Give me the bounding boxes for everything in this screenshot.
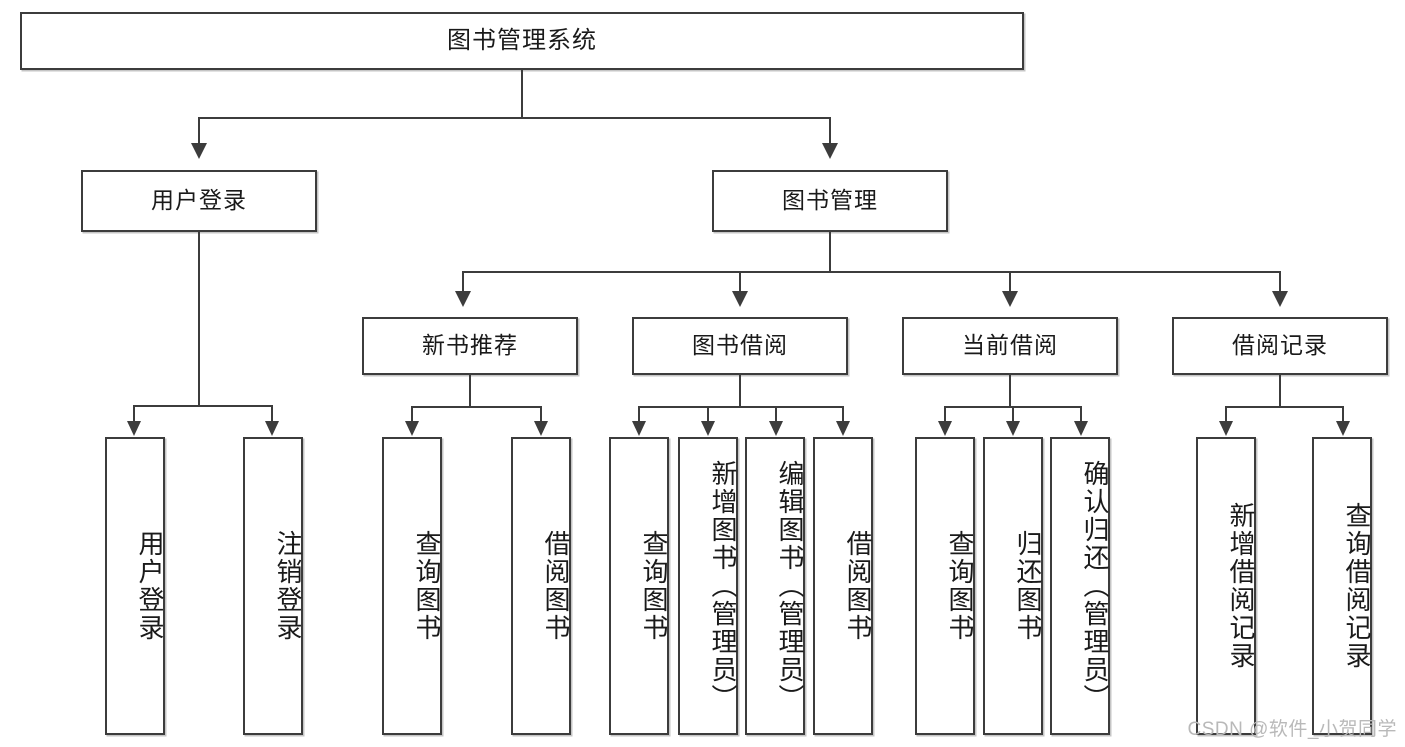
leaf-label: 用户登录 <box>135 530 165 642</box>
arrow-to-book-mgmt <box>822 143 838 159</box>
leaf-user-login[interactable]: 用户登录 <box>105 437 165 735</box>
connector-nbr-drop-2 <box>540 406 542 422</box>
leaf-label: 新增图书（管理员） <box>708 460 738 712</box>
connector-user-login-drop-2 <box>271 405 273 423</box>
node-label: 新书推荐 <box>422 332 518 359</box>
leaf-label: 借阅图书 <box>541 530 571 642</box>
leaf-cb-query-book[interactable]: 查询图书 <box>915 437 975 735</box>
connector-bb-drop-1 <box>638 406 640 422</box>
connector-book-mgmt-stem <box>829 232 831 272</box>
node-borrow-record[interactable]: 借阅记录 <box>1172 317 1388 375</box>
connector-cb-drop-1 <box>944 406 946 422</box>
arrow-to-book-borrow <box>732 291 748 307</box>
leaf-label: 借阅图书 <box>843 530 873 642</box>
leaf-label: 确认归还（管理员） <box>1080 460 1110 712</box>
leaf-label: 编辑图书（管理员） <box>775 460 805 712</box>
arrow-to-new-book-recommend <box>455 291 471 307</box>
connector-br-drop-1 <box>1225 406 1227 422</box>
node-book-borrow[interactable]: 图书借阅 <box>632 317 848 375</box>
connector-root-to-book-mgmt <box>829 117 831 145</box>
arrow-to-bb-leaf-2 <box>701 421 715 436</box>
connector-br-bar <box>1225 406 1343 408</box>
arrow-to-cb-leaf-2 <box>1006 421 1020 436</box>
node-root-system[interactable]: 图书管理系统 <box>20 12 1024 70</box>
arrow-to-br-leaf-2 <box>1336 421 1350 436</box>
arrow-to-user-login <box>191 143 207 159</box>
connector-root-stem <box>521 70 523 118</box>
arrow-to-borrow-record <box>1272 291 1288 307</box>
connector-cb-stem <box>1009 375 1011 407</box>
leaf-label: 查询图书 <box>412 530 442 642</box>
connector-bb-drop-3 <box>775 406 777 422</box>
leaf-bb-add-book-admin[interactable]: 新增图书（管理员） <box>678 437 738 735</box>
connector-cb-drop-2 <box>1012 406 1014 422</box>
leaf-logout[interactable]: 注销登录 <box>243 437 303 735</box>
connector-cb-drop-3 <box>1080 406 1082 422</box>
arrow-to-bb-leaf-4 <box>836 421 850 436</box>
leaf-label: 归还图书 <box>1013 530 1043 642</box>
arrow-to-current-borrow <box>1002 291 1018 307</box>
connector-root-to-user-login <box>198 117 200 145</box>
connector-br-stem <box>1279 375 1281 407</box>
leaf-nbr-query-book[interactable]: 查询图书 <box>382 437 442 735</box>
arrow-to-leaf-user-login <box>127 421 141 436</box>
node-new-book-recommend[interactable]: 新书推荐 <box>362 317 578 375</box>
node-label: 用户登录 <box>151 187 247 214</box>
leaf-label: 新增借阅记录 <box>1226 502 1256 670</box>
leaf-cb-return-book[interactable]: 归还图书 <box>983 437 1043 735</box>
leaf-bb-query-book[interactable]: 查询图书 <box>609 437 669 735</box>
arrow-to-nbr-leaf-1 <box>405 421 419 436</box>
connector-root-bar <box>198 117 830 119</box>
leaf-bb-edit-book-admin[interactable]: 编辑图书（管理员） <box>745 437 805 735</box>
arrow-to-cb-leaf-3 <box>1074 421 1088 436</box>
leaf-label: 查询图书 <box>945 530 975 642</box>
leaf-label: 查询图书 <box>639 530 669 642</box>
node-user-login[interactable]: 用户登录 <box>81 170 317 232</box>
leaf-label: 查询借阅记录 <box>1342 502 1372 670</box>
node-label: 图书借阅 <box>692 332 788 359</box>
node-book-management[interactable]: 图书管理 <box>712 170 948 232</box>
leaf-nbr-borrow-book[interactable]: 借阅图书 <box>511 437 571 735</box>
connector-bb-drop-2 <box>707 406 709 422</box>
node-label: 图书管理系统 <box>447 26 597 54</box>
arrow-to-cb-leaf-1 <box>938 421 952 436</box>
node-label: 图书管理 <box>782 187 878 214</box>
connector-bm-drop-4 <box>1279 271 1281 293</box>
connector-user-login-bar <box>133 405 272 407</box>
connector-user-login-drop-1 <box>133 405 135 423</box>
connector-bb-bar <box>638 406 843 408</box>
arrow-to-bb-leaf-3 <box>769 421 783 436</box>
connector-bm-drop-3 <box>1009 271 1011 293</box>
connector-nbr-drop-1 <box>411 406 413 422</box>
arrow-to-bb-leaf-1 <box>632 421 646 436</box>
connector-nbr-stem <box>469 375 471 407</box>
leaf-bb-borrow-book[interactable]: 借阅图书 <box>813 437 873 735</box>
connector-bm-drop-1 <box>462 271 464 293</box>
leaf-br-add-record[interactable]: 新增借阅记录 <box>1196 437 1256 735</box>
leaf-br-query-record[interactable]: 查询借阅记录 <box>1312 437 1372 735</box>
watermark-text: CSDN @软件_小贺同学 <box>1187 719 1397 740</box>
connector-br-drop-2 <box>1342 406 1344 422</box>
node-label: 当前借阅 <box>962 332 1058 359</box>
leaf-cb-confirm-return-admin[interactable]: 确认归还（管理员） <box>1050 437 1110 735</box>
connector-bm-drop-2 <box>739 271 741 293</box>
node-label: 借阅记录 <box>1232 332 1328 359</box>
connector-bb-drop-4 <box>842 406 844 422</box>
connector-bb-stem <box>739 375 741 407</box>
arrow-to-nbr-leaf-2 <box>534 421 548 436</box>
node-current-borrow[interactable]: 当前借阅 <box>902 317 1118 375</box>
connector-user-login-stem <box>198 232 200 406</box>
connector-book-mgmt-bar <box>462 271 1280 273</box>
arrow-to-leaf-logout <box>265 421 279 436</box>
connector-nbr-bar <box>411 406 541 408</box>
arrow-to-br-leaf-1 <box>1219 421 1233 436</box>
leaf-label: 注销登录 <box>273 530 303 642</box>
